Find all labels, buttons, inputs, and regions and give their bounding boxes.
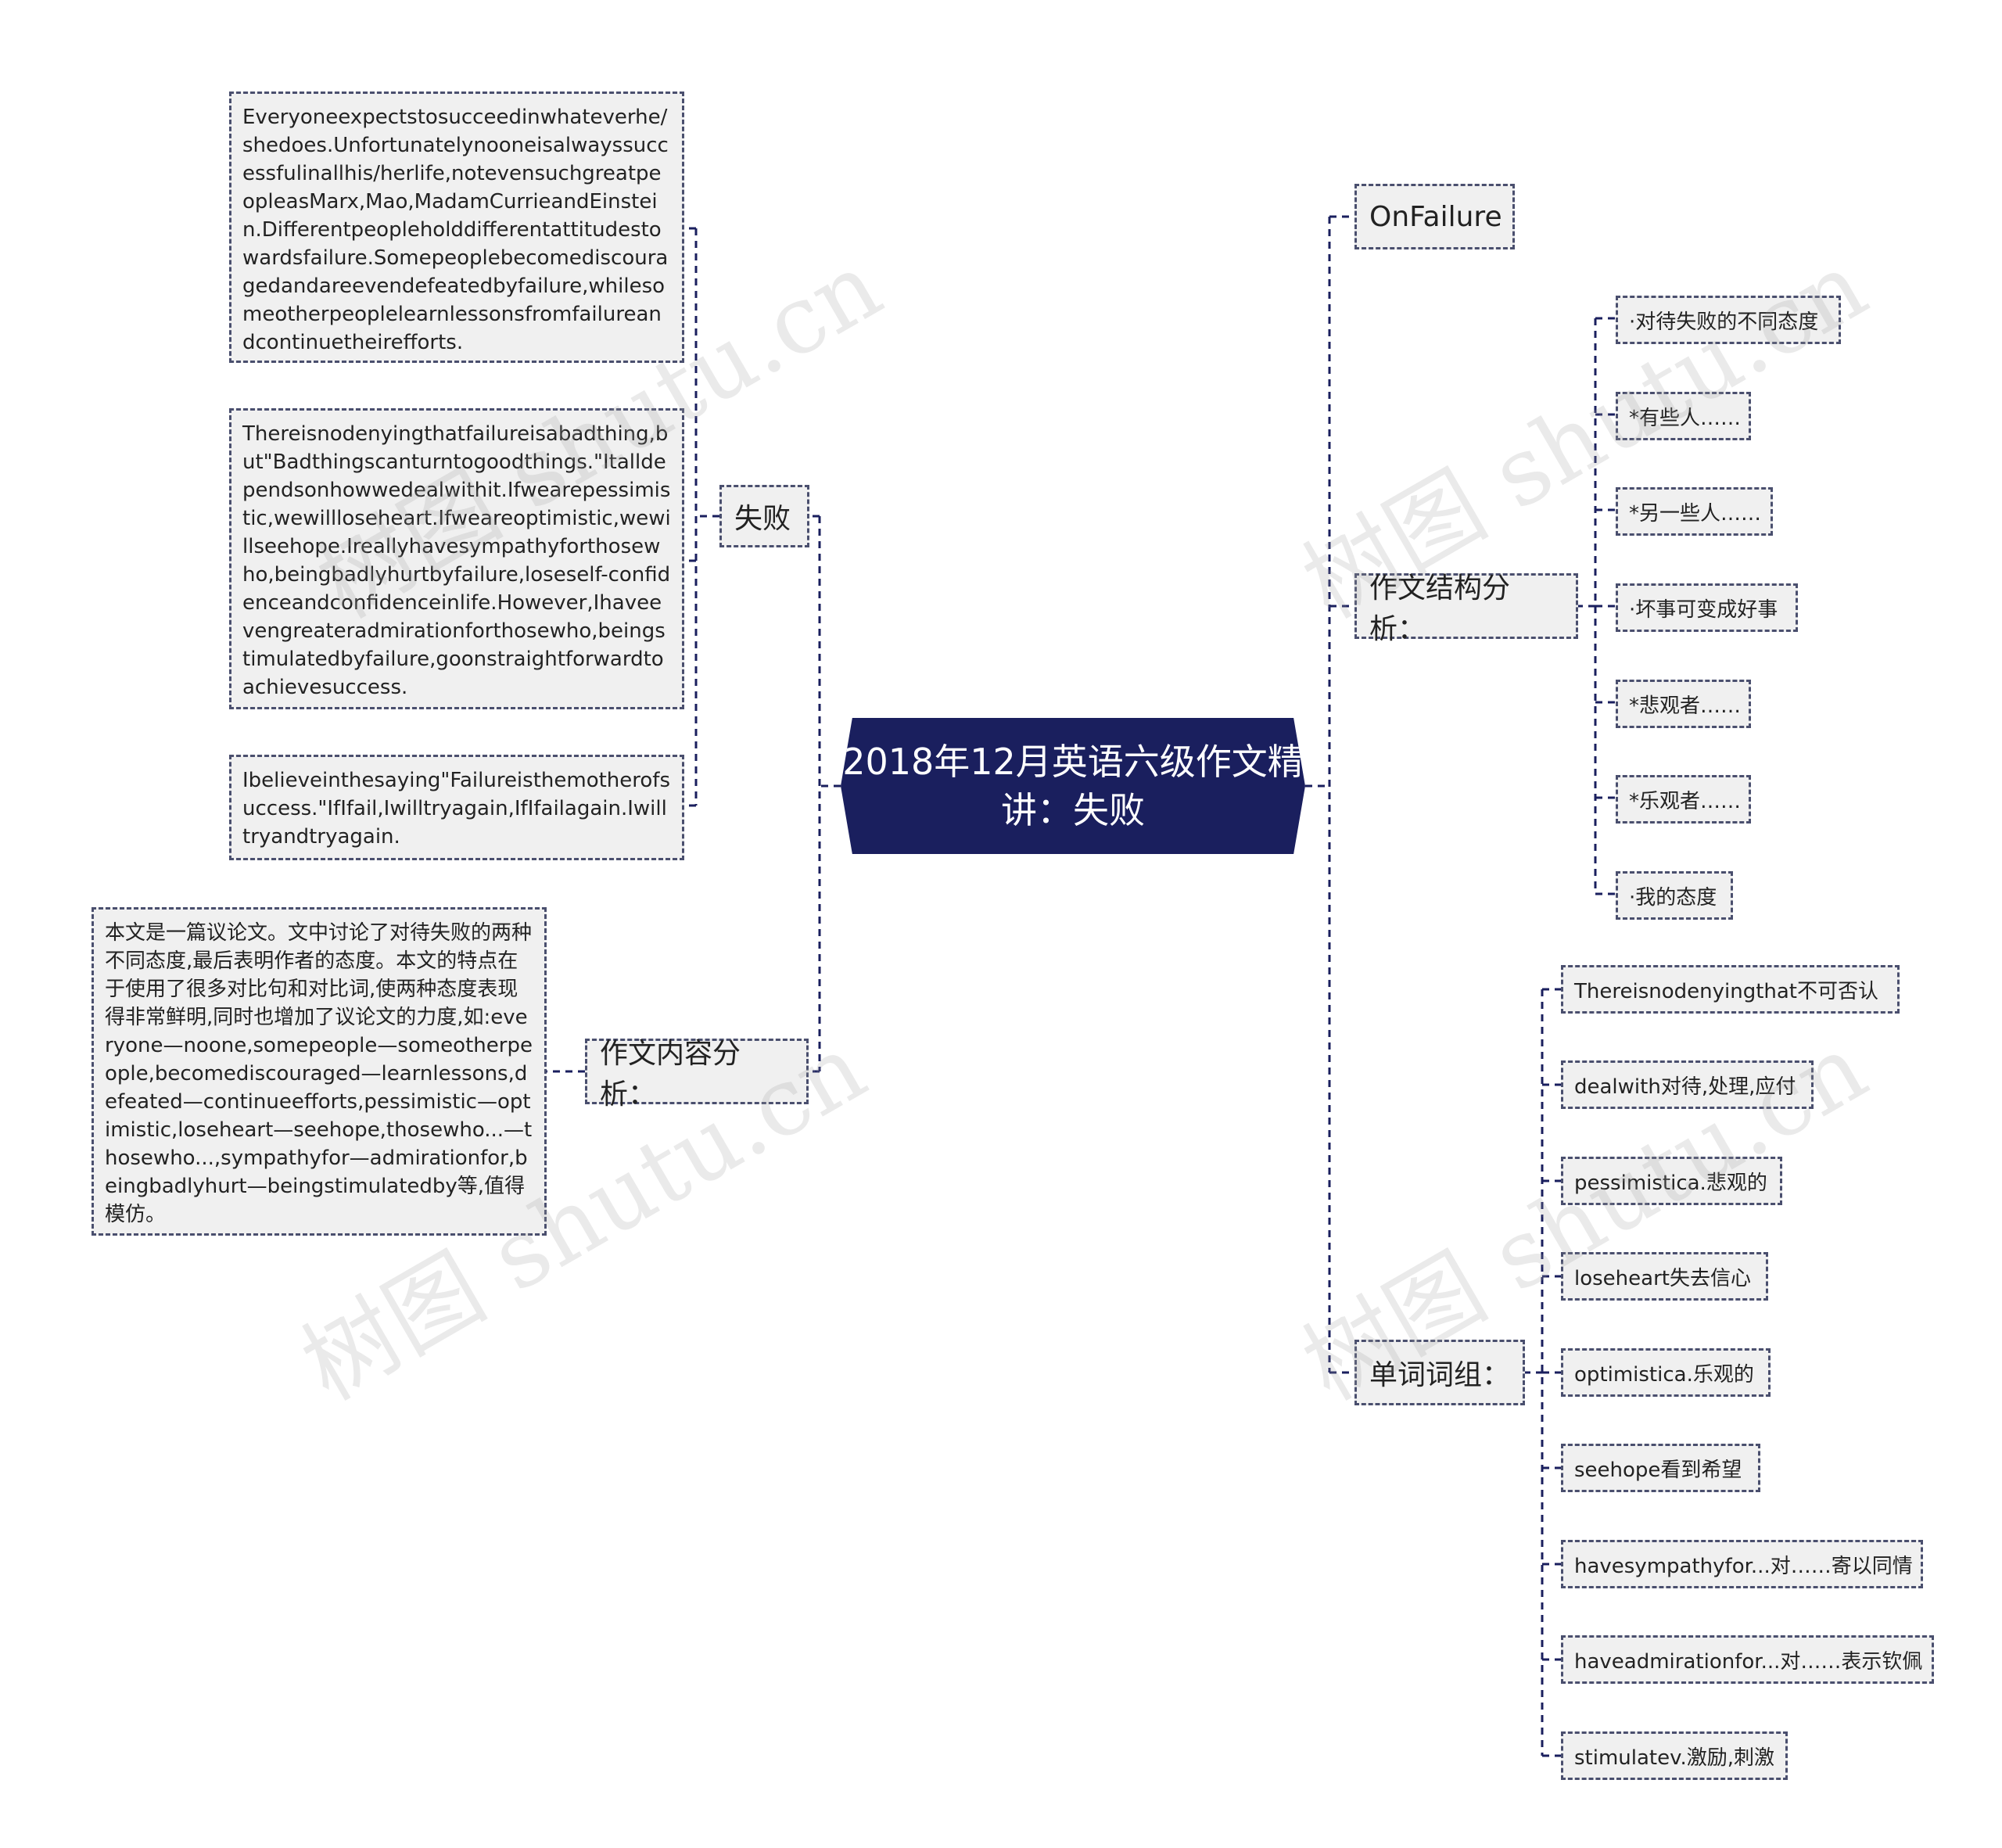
central-topic[interactable]: 2018年12月英语六级作文精讲：失败 — [841, 718, 1305, 854]
topic-onfailure-label: OnFailure — [1369, 200, 1502, 233]
topic-failure-label: 失败 — [734, 503, 791, 535]
topic-structure-analysis[interactable]: 作文结构分析： — [1354, 572, 1578, 645]
vocab-item[interactable]: dealwith对待,处理,应付 — [1561, 1060, 1814, 1109]
topic-content-analysis-label: 作文内容分析： — [600, 1038, 741, 1111]
structure-item[interactable]: ·我的态度 — [1616, 871, 1733, 920]
vocab-item[interactable]: Thereisnodenyingthat不可否认 — [1561, 965, 1900, 1014]
vocab-item[interactable]: havesympathyfor...对……寄以同情 — [1561, 1540, 1923, 1588]
vocab-item[interactable]: haveadmirationfor...对……表示钦佩 — [1561, 1635, 1934, 1684]
structure-item[interactable]: *另一些人…… — [1616, 487, 1773, 536]
vocab-item[interactable]: pessimistica.悲观的 — [1561, 1157, 1782, 1205]
structure-item[interactable]: ·对待失败的不同态度 — [1616, 296, 1841, 344]
failure-paragraph-3[interactable]: Ibelieveinthesaying"Failureisthemotherof… — [229, 755, 684, 860]
content-analysis-text[interactable]: 本文是一篇议论文。文中讨论了对待失败的两种不同态度,最后表明作者的态度。本文的特… — [91, 907, 547, 1236]
topic-vocabulary[interactable]: 单词词组： — [1354, 1340, 1525, 1405]
structure-item[interactable]: *有些人…… — [1616, 392, 1751, 440]
structure-item[interactable]: *悲观者…… — [1616, 680, 1751, 728]
vocab-item[interactable]: loseheart失去信心 — [1561, 1252, 1768, 1301]
vocab-item[interactable]: stimulatev.激励,刺激 — [1561, 1731, 1788, 1780]
vocab-item[interactable]: seehope看到希望 — [1561, 1444, 1760, 1492]
structure-item[interactable]: *乐观者…… — [1616, 775, 1751, 824]
topic-vocabulary-label: 单词词组： — [1369, 1359, 1511, 1391]
vocab-item[interactable]: optimistica.乐观的 — [1561, 1348, 1771, 1397]
topic-content-analysis[interactable]: 作文内容分析： — [585, 1038, 809, 1111]
failure-paragraph-1[interactable]: Everyoneexpectstosucceedinwhateverhe/she… — [229, 92, 684, 363]
central-topic-label: 2018年12月英语六级作文精讲：失败 — [842, 741, 1304, 831]
topic-failure[interactable]: 失败 — [719, 485, 809, 547]
structure-item[interactable]: ·坏事可变成好事 — [1616, 583, 1798, 632]
topic-onfailure[interactable]: OnFailure — [1354, 184, 1515, 249]
failure-paragraph-2[interactable]: Thereisnodenyingthatfailureisabadthing,b… — [229, 408, 684, 709]
topic-structure-analysis-label: 作文结构分析： — [1369, 572, 1511, 645]
